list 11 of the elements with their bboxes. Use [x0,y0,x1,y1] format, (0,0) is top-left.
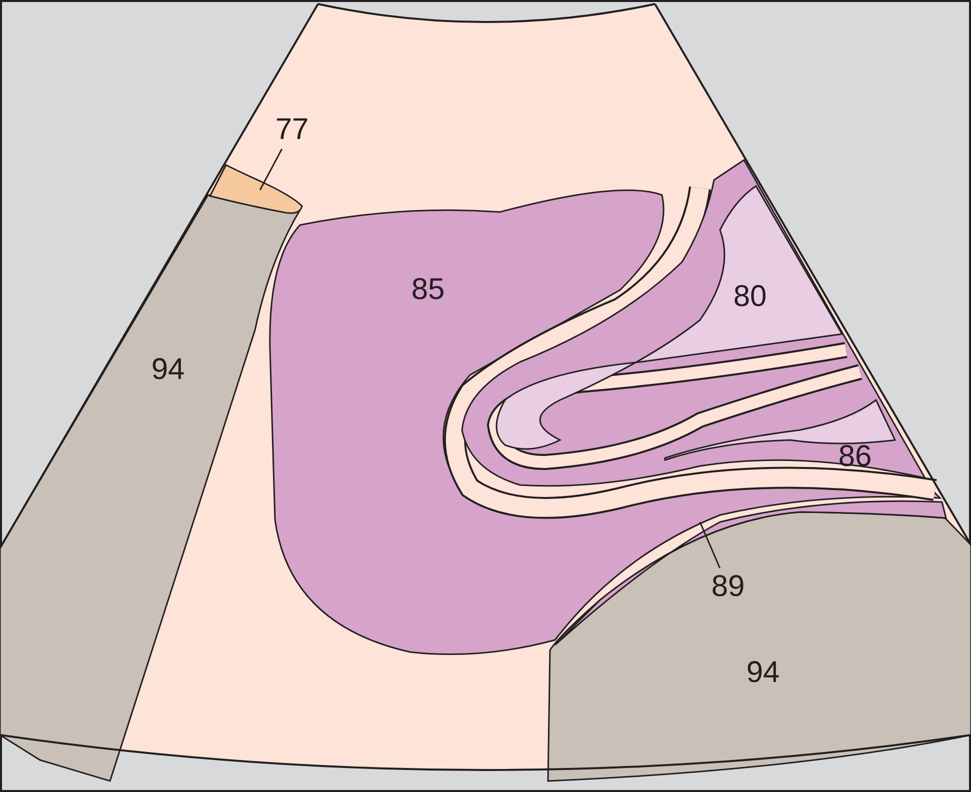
callout-number: 86 [838,442,872,472]
callout-number: 77 [275,115,309,145]
callout-number: 85 [411,275,445,305]
callout-number: 80 [733,282,767,312]
leader-line [699,522,720,568]
tissue-region [554,500,947,646]
callout-number: 89 [711,572,745,602]
tissue-region [209,164,303,214]
leader-line [259,148,283,190]
callout-number: 94 [746,658,780,688]
callout-number: 94 [151,355,185,385]
